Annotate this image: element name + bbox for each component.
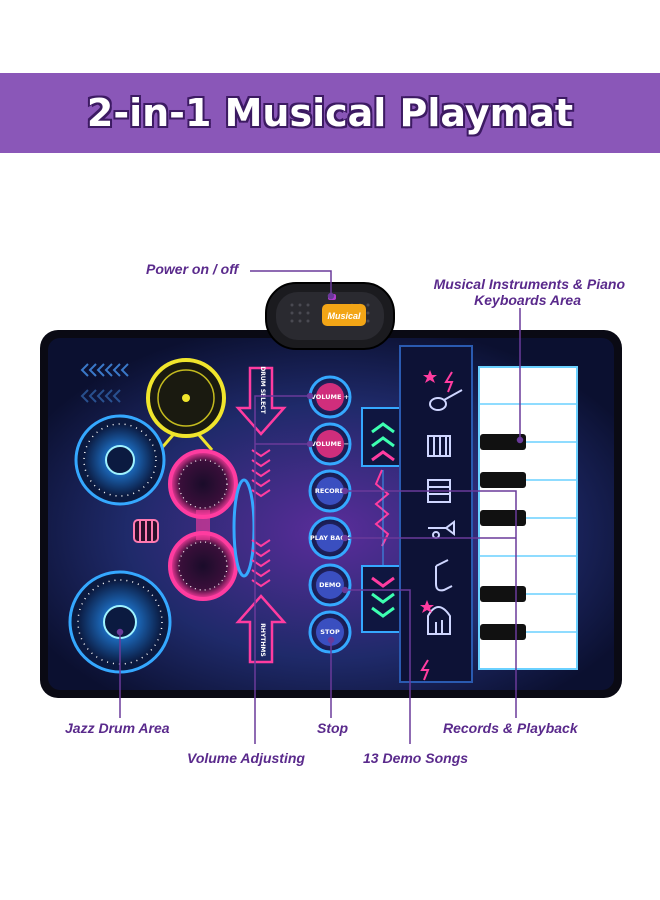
decor-chevrons-left — [80, 363, 129, 403]
title-banner: 2-in-1 Musical Playmat — [0, 73, 660, 153]
octave-up-button — [361, 407, 405, 467]
stop-label: STOP — [320, 628, 340, 636]
rhythms-button — [235, 594, 287, 664]
drum-select-label: DRUM SELECT — [259, 366, 266, 414]
callout-stop: Stop — [317, 720, 349, 736]
callout-jazz-drum: Jazz Drum Area — [65, 720, 170, 736]
cymbal-icon — [146, 358, 226, 451]
saxophone-icon — [435, 559, 453, 592]
playback-label: PLAY BACK — [310, 534, 351, 542]
callout-records-playback: Records & Playback — [443, 720, 578, 736]
xylophone-icon — [427, 435, 451, 457]
lightning-icon — [444, 371, 454, 393]
device-logo-text: Musical — [327, 311, 361, 321]
decor-chevrons-vertical — [251, 449, 271, 588]
piano-keyboard — [478, 366, 578, 670]
demo-button — [308, 563, 352, 607]
drum-bass-icon — [68, 570, 172, 674]
drum-small-icon — [133, 519, 159, 543]
drum-side-icon — [232, 478, 256, 578]
drum-select-button — [235, 366, 287, 436]
callout-power: Power on / off — [146, 261, 239, 277]
drum-pink-bottom-icon — [168, 531, 238, 601]
drum-blue-top-icon — [74, 414, 166, 506]
volume-down-button — [308, 422, 352, 466]
banner-title: 2-in-1 Musical Playmat — [86, 91, 574, 135]
stop-button — [308, 610, 352, 654]
guitar-icon — [429, 389, 463, 411]
instrument-panel — [399, 345, 473, 683]
drum-pink-top-icon — [168, 449, 238, 519]
record-label: RECORD — [315, 487, 346, 495]
octave-down-button — [361, 565, 405, 633]
device-logo — [322, 304, 366, 326]
demo-label: DEMO — [319, 581, 341, 589]
decor-waveform — [374, 469, 390, 547]
playback-button — [308, 516, 352, 560]
volume-down-label: VOLUME − — [311, 440, 349, 448]
callout-instruments-line1: Musical Instruments & Piano — [433, 276, 625, 292]
callout-demo-songs: 13 Demo Songs — [363, 750, 469, 766]
callout-instruments-line2: Keyboards Area — [474, 292, 581, 308]
callout-lines — [116, 270, 524, 744]
volume-up-button — [308, 375, 352, 419]
callout-volume: Volume Adjusting — [187, 750, 305, 766]
decor-stars — [420, 370, 437, 613]
volume-up-label: VOLUME + — [311, 393, 349, 401]
lightning-icon-2 — [420, 659, 430, 681]
rhythms-label: RHYTHMS — [259, 623, 266, 656]
